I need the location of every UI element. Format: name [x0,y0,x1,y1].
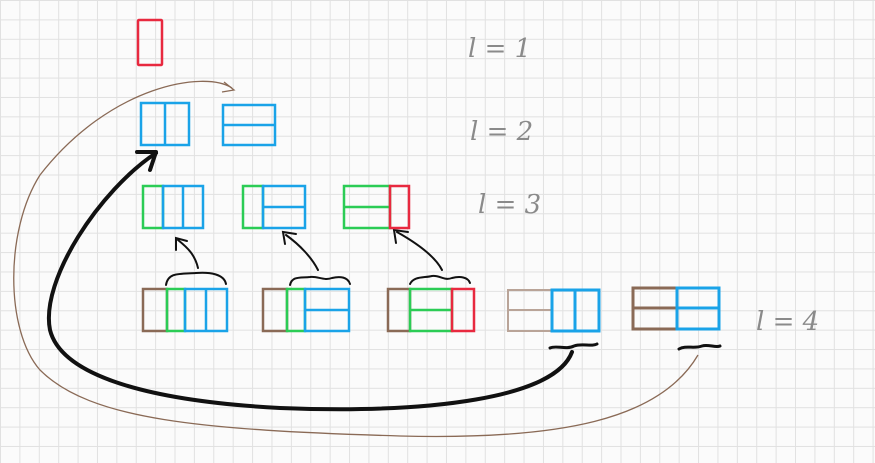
brace-4 [548,342,599,350]
braces [165,271,722,351]
tiling-l4-b [261,287,351,333]
brown-curve-arrowhead [221,81,236,93]
arrow-1-head [175,236,188,251]
brown-curve-outer [13,80,699,438]
tiling-l3-a [141,184,205,230]
level-label-1: l = 1 [468,34,531,64]
tiling-l4-a [141,287,229,333]
black-curve-arrow [46,151,574,412]
arrow-3 [396,231,443,271]
tiling-l1 [136,18,164,67]
arrow-3-head [392,228,409,244]
arrow-2-head [281,230,297,245]
tiling-l4-d [507,288,601,333]
tiling-l3-b [241,184,307,230]
level-label-4: l = 4 [756,307,819,337]
arrow-1 [177,239,199,269]
derivation-arrows [175,228,443,271]
tiling-l3-c [342,184,411,230]
level-label-3: l = 3 [478,190,541,220]
brace-2 [289,275,351,286]
tiling-l2-vertical-pair [139,101,191,147]
black-arrowhead [135,150,158,172]
level-label-2: l = 2 [470,117,533,147]
brace-5 [677,343,722,351]
arrow-2 [285,234,319,271]
brace-1 [165,271,227,286]
red-vertical-tile [136,18,164,67]
brace-3 [409,274,471,285]
tiling-l4-c [386,287,476,333]
tiling-l2-horizontal-pair [221,103,277,147]
tiling-l4-e [631,286,721,331]
